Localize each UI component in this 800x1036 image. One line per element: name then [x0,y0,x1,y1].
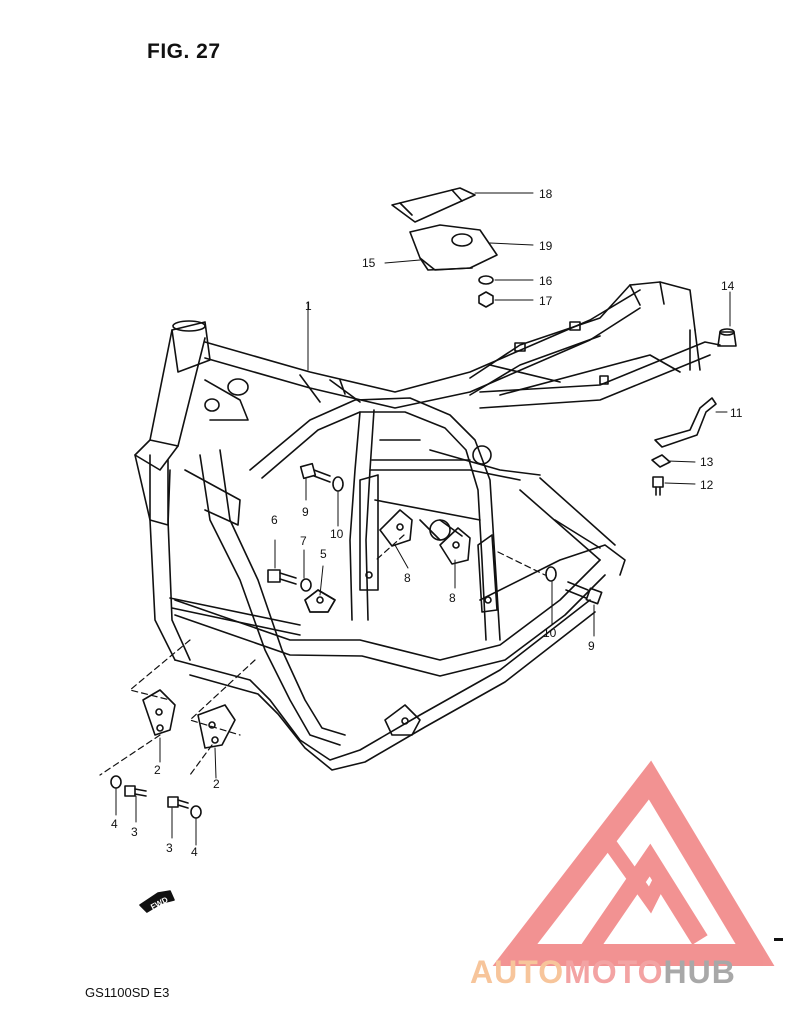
fwd-arrow [139,890,175,913]
callout-17: 17 [539,294,553,308]
bolt-6 [267,569,297,585]
dash-mark [774,938,783,941]
bolt-3-left [124,785,147,797]
washer-16 [478,275,494,285]
callout-7: 7 [300,534,307,548]
model-code: GS1100SD E3 [85,985,170,1000]
callout-10-right: 10 [543,626,557,640]
callout-3-left: 3 [131,825,138,839]
callout-2-right: 2 [213,777,220,791]
brand-part-hub: HUB [663,954,736,990]
mounting-plates [304,474,498,736]
engine-mount-plate-left [142,689,176,736]
washer-4-right [190,805,202,819]
callout-6: 6 [271,513,278,527]
leader-lines [115,192,731,846]
callout-10-left: 10 [330,527,344,541]
callout-8-left: 8 [404,571,411,585]
callout-9-left: 9 [302,505,309,519]
guide-lines [99,534,546,776]
rubber-cap-14 [717,328,737,347]
bracket-11 [654,397,717,448]
callout-11: 11 [730,406,743,420]
nut-7 [300,578,312,592]
watermark-logo [492,760,775,966]
callout-15: 15 [362,256,376,270]
central-frame-loop [249,397,541,641]
lower-cradle [169,477,626,771]
seat-hook-assembly [391,187,498,271]
callout-3-right: 3 [166,841,173,855]
front-downtubes [134,378,346,746]
bolt-12 [652,476,664,496]
rear-subframe [469,281,721,409]
bolt-9-left [299,462,331,483]
callout-16: 16 [539,274,553,288]
washer-10-right [545,566,557,582]
callout-9-right: 9 [588,639,595,653]
brand-part-auto: AUTO [470,954,565,990]
nut-17 [478,291,494,308]
steering-head [134,320,211,471]
brand-part-moto: MOTO [564,954,664,990]
callout-12: 12 [700,478,714,492]
bolt-9-right [565,581,603,605]
washer-10-left [332,476,344,492]
figure-title: FIG. 27 [147,40,221,63]
engine-mount-plate-right [197,704,236,749]
callout-labels: 1 2 2 3 3 4 4 5 6 7 8 8 9 9 10 10 11 12 … [111,187,743,859]
washer-13 [651,454,671,468]
washer-4-left [110,775,122,789]
callout-1: 1 [305,299,312,313]
callout-13: 13 [700,455,714,469]
callout-18: 18 [539,187,553,201]
plate-5 [304,589,336,613]
callout-19: 19 [539,239,553,253]
watermark-brand: AUTOMOTOHUB [470,954,736,991]
callout-8-right: 8 [449,591,456,605]
top-frame-rails [204,289,641,409]
callout-2-left: 2 [154,763,161,777]
callout-14: 14 [721,279,735,293]
bolt-3-right [167,796,189,809]
callout-5: 5 [320,547,327,561]
callout-4-left: 4 [111,817,118,831]
callout-4-right: 4 [191,845,198,859]
